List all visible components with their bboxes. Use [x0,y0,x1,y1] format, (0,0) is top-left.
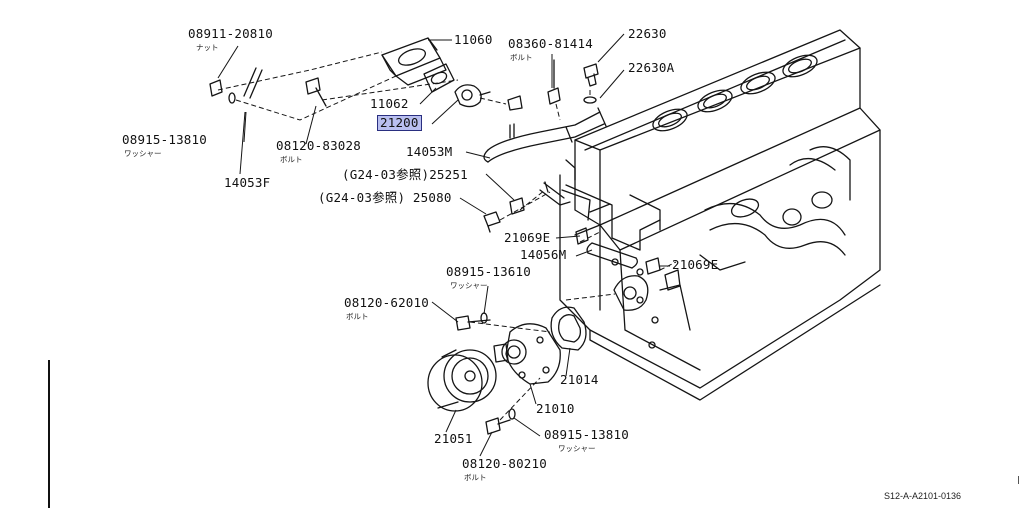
part-label[interactable]: 14053F [224,175,271,190]
part-label[interactable]: 11062 [370,96,409,111]
water-inlet-drawing [613,275,649,311]
bypass-pipe-drawing [509,181,571,215]
part-label[interactable]: 21014 [560,372,599,387]
part-label[interactable]: 08915-13810 [122,132,207,147]
gasket-21014-drawing [550,306,587,351]
part-note: ワッシャー [558,444,596,453]
hose-14056m-drawing [575,227,681,291]
part-note: ボルト [280,155,303,164]
page-edge-tick [1018,476,1019,484]
part-label[interactable]: 08915-13810 [544,427,629,442]
part-note: ナット [196,43,219,52]
part-note: ボルト [464,473,487,482]
part-label[interactable]: (G24-03参照) 25080 [318,190,452,205]
part-label[interactable]: 21069E [504,230,551,245]
thermostat-drawing [454,84,491,108]
part-note: ボルト [346,312,369,321]
diagram-reference-id: S12-A-A2101-0136 [884,491,962,501]
water-pump-drawing [493,323,561,385]
part-label[interactable]: 08120-80210 [462,456,547,471]
part-label[interactable]: 14056M [520,247,567,262]
water-pump-pulley-drawing [427,349,497,412]
part-label[interactable]: 11060 [454,32,493,47]
part-label[interactable]: 08911-20810 [188,26,273,41]
part-label[interactable]: 22630 [628,26,667,41]
cylinder-head-cover-drawing [574,29,881,251]
page-edge-bar [48,360,50,508]
part-label[interactable]: 21010 [536,401,575,416]
temperature-sensor-drawing [583,63,599,104]
part-label[interactable]: 14053M [406,144,453,159]
part-label[interactable]: 08360-81414 [508,36,593,51]
water-outlet-housing-drawing [381,37,447,86]
part-label-highlighted[interactable]: 21200 [377,115,422,131]
part-label[interactable]: (G24-03参照)25251 [342,167,468,182]
cylinder-block-drawing [559,129,881,401]
gasket-11062-drawing [423,63,455,93]
part-label[interactable]: 22630A [628,60,675,75]
water-hose-drawing [483,107,607,163]
part-label[interactable]: 21051 [434,431,473,446]
part-label[interactable]: 08120-83028 [276,138,361,153]
intake-front-drawing [565,184,661,251]
part-note: ワッシャー [124,149,162,158]
part-label[interactable]: 08120-62010 [344,295,429,310]
exhaust-manifold-drawing [699,146,851,271]
part-label[interactable]: 08915-13610 [446,264,531,279]
part-note: ワッシャー [450,281,488,290]
part-label[interactable]: 21069E [672,257,719,272]
part-note: ボルト [510,53,533,62]
